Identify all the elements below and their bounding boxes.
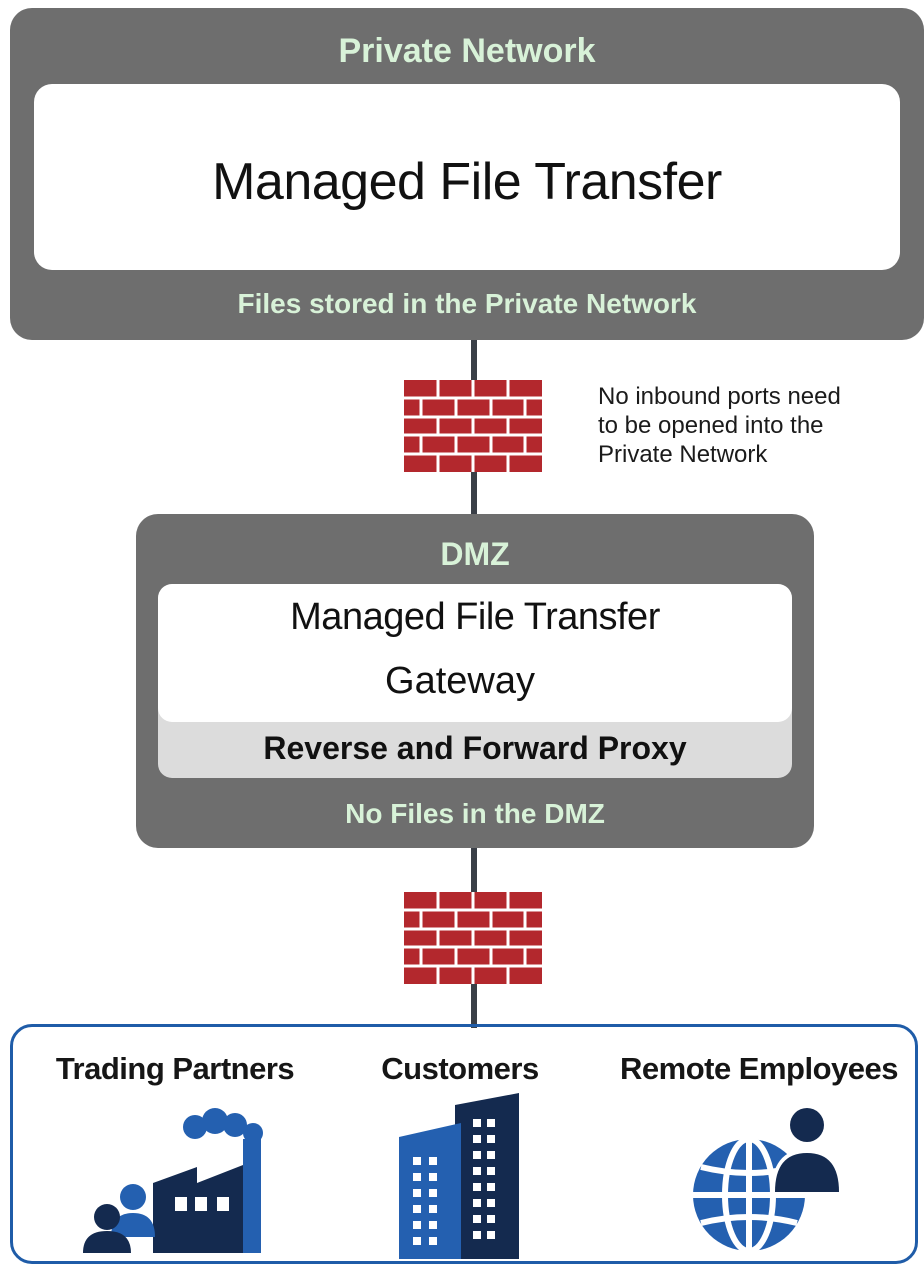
managed-file-transfer-label: Managed File Transfer (212, 153, 722, 211)
firewall-note-line: No inbound ports need (598, 383, 841, 410)
firewall-note-line: Private Network (598, 441, 768, 468)
private-network-footer: Files stored in the Private Network (237, 288, 697, 319)
firewall-icon (404, 380, 542, 472)
private-network-title: Private Network (338, 32, 596, 70)
external-users-panel: Trading Partners Customers Remote Employ… (10, 1024, 918, 1264)
gateway-label-area: Managed File Transfer Gateway (158, 584, 792, 722)
dmz-title: DMZ (440, 536, 510, 572)
firewall-icon (404, 892, 542, 984)
remote-employees-label: Remote Employees (620, 1051, 899, 1086)
trading-partners-label: Trading Partners (55, 1051, 295, 1086)
gateway-label-line2: Gateway (385, 660, 535, 702)
proxy-label: Reverse and Forward Proxy (263, 730, 687, 766)
firewall-note-line: to be opened into the (598, 412, 824, 439)
dmz-footer: No Files in the DMZ (345, 798, 605, 829)
gateway-label-line1: Managed File Transfer (290, 596, 660, 638)
managed-file-transfer-box: Managed File Transfer (34, 84, 900, 270)
buildings-icon (399, 1093, 519, 1259)
customers-label: Customers (381, 1051, 539, 1086)
gateway-box: Managed File Transfer Gateway Reverse an… (158, 584, 792, 778)
firewall-note: No inbound ports need to be opened into … (598, 382, 918, 469)
private-network-panel: Private Network Managed File Transfer Fi… (10, 8, 924, 340)
factory-people-icon (83, 1108, 263, 1253)
dmz-panel: DMZ Managed File Transfer Gateway Revers… (136, 514, 814, 848)
globe-person-icon (693, 1105, 843, 1254)
